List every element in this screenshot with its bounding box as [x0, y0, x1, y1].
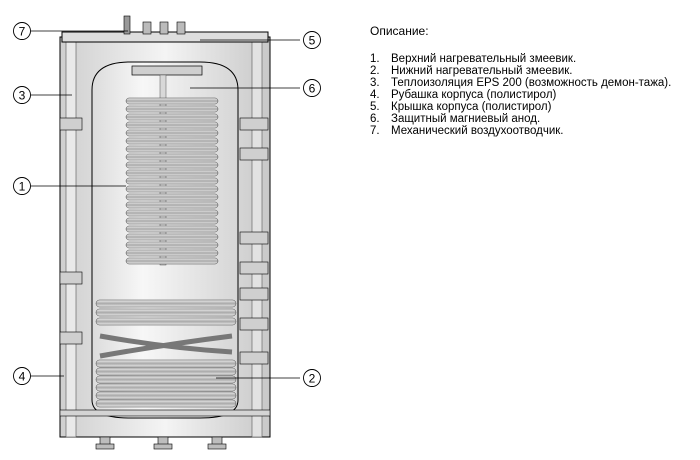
legend-item-text: Механический воздухоотводчик. [391, 125, 564, 137]
coil-loop [95, 308, 237, 317]
coil-loop [125, 145, 219, 153]
coil-loop [95, 367, 237, 376]
legend-item-text: Рубашка корпуса (полистирол) [391, 89, 557, 101]
coil-loop [95, 375, 237, 384]
legend-item: 5.Крышка корпуса (полистирол) [370, 101, 695, 113]
coil-loop [95, 317, 237, 326]
legend-item-text: Нижний нагревательный змеевик. [391, 65, 573, 77]
coil-loop [125, 113, 219, 121]
callout-7: 7 [13, 22, 31, 40]
legend-item-text: Крышка корпуса (полистирол) [391, 101, 552, 113]
legend-item-text: Теплоизоляция EPS 200 (возможность демон… [391, 77, 672, 89]
coil-loop [125, 105, 219, 113]
svg-text:6: 6 [309, 82, 316, 96]
coil-loop [125, 185, 219, 193]
coil-loop [125, 257, 219, 265]
svg-text:2: 2 [309, 372, 316, 386]
coil-loop [125, 209, 219, 217]
bottom-fittings [59, 409, 271, 450]
coil-sweep [99, 333, 233, 359]
svg-text:3: 3 [19, 89, 26, 103]
legend-list: 1.Верхний нагревательный змеевик. 2.Нижн… [370, 53, 695, 137]
callout-2: 2 [303, 369, 321, 387]
coil-loop [125, 217, 219, 225]
coil-loop [125, 137, 219, 145]
callout-3: 3 [13, 86, 31, 104]
coil-loop [125, 201, 219, 209]
upper-heating-coil [125, 97, 219, 265]
coil-loop [95, 399, 237, 408]
coil-loop [125, 153, 219, 161]
svg-text:5: 5 [309, 34, 316, 48]
boiler-diagram: 7 3 1 4 5 6 2 [13, 15, 321, 450]
svg-text:1: 1 [19, 180, 26, 194]
coil-loop [95, 391, 237, 400]
coil-loop [95, 299, 237, 308]
coil-loop [125, 249, 219, 257]
legend-item-text: Защитный магниевый анод. [391, 113, 541, 125]
callout-4: 4 [13, 367, 31, 385]
description-legend: Описание: 1.Верхний нагревательный змеев… [370, 25, 695, 137]
legend-item: 7.Механический воздухоотводчик. [370, 125, 695, 137]
legend-item: 4.Рубашка корпуса (полистирол) [370, 89, 695, 101]
side-nozzles [59, 117, 269, 365]
coil-loop [125, 233, 219, 241]
coil-loop [125, 177, 219, 185]
coil-loop [125, 121, 219, 129]
coil-loop [125, 225, 219, 233]
coil-loop [125, 193, 219, 201]
callout-1: 1 [13, 177, 31, 195]
svg-text:4: 4 [19, 370, 26, 384]
legend-item: 1.Верхний нагревательный змеевик. [370, 53, 695, 65]
coil-loop [125, 241, 219, 249]
coil-loop [95, 359, 237, 368]
callout-5: 5 [303, 31, 321, 49]
top-cover [61, 15, 269, 43]
coil-loop [95, 383, 237, 392]
coil-loop [125, 169, 219, 177]
leader-lines [31, 30, 300, 379]
legend-item: 3.Теплоизоляция EPS 200 (возможность дем… [370, 77, 695, 89]
coil-loop [125, 97, 219, 105]
svg-text:7: 7 [19, 25, 26, 39]
legend-title: Описание: [370, 24, 429, 38]
callout-6: 6 [303, 79, 321, 97]
legend-item: 2.Нижний нагревательный змеевик. [370, 65, 695, 77]
coil-loop [125, 161, 219, 169]
legend-item: 6.Защитный магниевый анод. [370, 113, 695, 125]
lower-heating-coil [95, 299, 237, 408]
coil-loop [125, 129, 219, 137]
legend-item-text: Верхний нагревательный змеевик. [391, 53, 577, 65]
